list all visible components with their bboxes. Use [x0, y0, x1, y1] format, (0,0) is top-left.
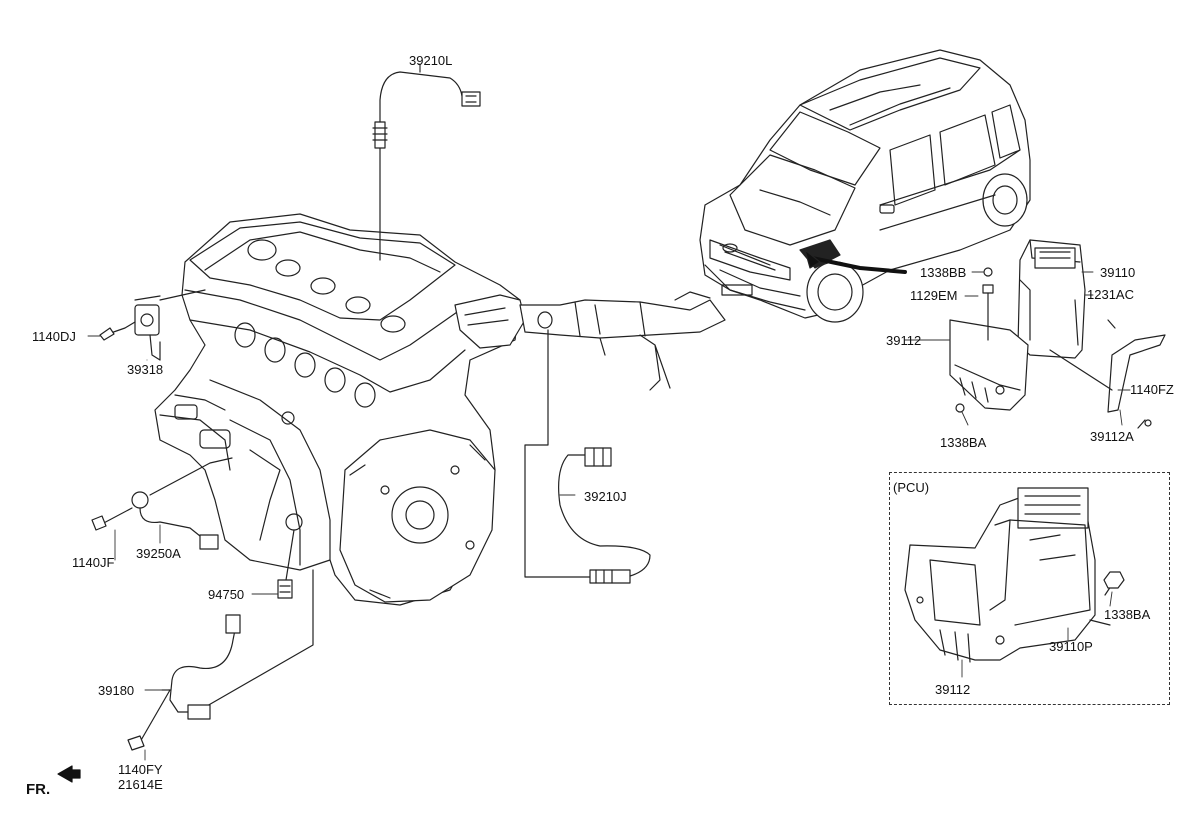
label-21614E: 21614E	[118, 777, 163, 792]
label-1140DJ: 1140DJ	[32, 329, 76, 344]
pcu-assembly	[904, 487, 1125, 663]
engine-assembly	[154, 213, 526, 606]
label-39210L: 39210L	[409, 53, 453, 68]
ecu-assembly	[949, 239, 1166, 429]
label-39180: 39180	[98, 683, 135, 698]
label-pcu-1338BA: 1338BA	[1104, 607, 1151, 622]
label-1140JF: 1140JF	[72, 555, 115, 570]
leader-lines	[87, 63, 1131, 761]
front-direction-label: FR.	[26, 781, 51, 798]
label-1140FY: 1140FY	[118, 762, 163, 777]
label-39318: 39318	[127, 362, 164, 377]
oil-pressure-switch	[277, 513, 303, 599]
label-94750: 94750	[208, 587, 245, 602]
vehicle-illustration	[699, 49, 1031, 323]
label-39250A: 39250A	[136, 546, 181, 561]
pcu-detail-box	[889, 472, 1170, 705]
label-1129EM: 1129EM	[910, 288, 958, 303]
crank-sensor	[127, 569, 314, 751]
label-1338BB: 1338BB	[920, 265, 967, 280]
knock-sensor	[91, 457, 233, 550]
label-39112: 39112	[886, 333, 922, 348]
label-1338BA: 1338BA	[940, 435, 987, 450]
label-39210J: 39210J	[584, 489, 627, 504]
label-1140FZ: 1140FZ	[1130, 382, 1174, 397]
o2-sensor-lower	[524, 329, 651, 584]
o2-sensor-upper	[372, 63, 481, 261]
exhaust-pipe	[519, 291, 726, 391]
label-39112A: 39112A	[1090, 429, 1134, 444]
label-1231AC: 1231AC	[1087, 287, 1134, 302]
front-arrow-icon	[57, 765, 81, 783]
label-39110P: 39110P	[1049, 639, 1093, 654]
label-39110: 39110	[1100, 265, 1136, 280]
label-pcu-39112: 39112	[935, 682, 971, 697]
label-pcu-title: (PCU)	[893, 480, 930, 495]
cam-sensor	[99, 289, 206, 361]
